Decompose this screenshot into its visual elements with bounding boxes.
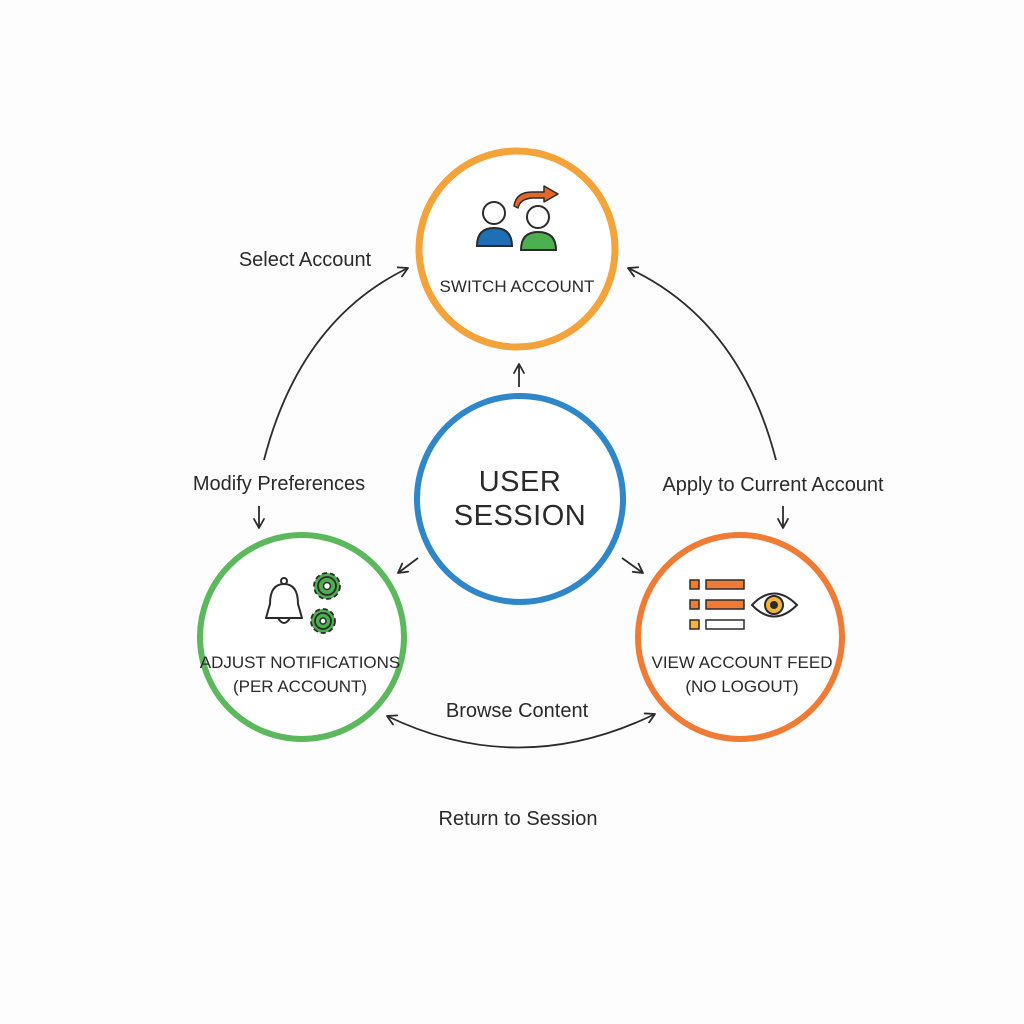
bell-gears-icon [265,572,341,634]
edge-session-to-feed [621,557,644,574]
edge-bottom-arc [386,712,656,749]
edge-left-arc [263,266,409,461]
edge-right-arc [627,266,777,461]
switch-account-label: SWITCH ACCOUNT [439,277,595,296]
adjust-notifications-node [197,532,407,742]
edge-session-to-notifications [397,557,419,574]
user-session-label-line2: SESSION [453,500,587,532]
user-session-label-line1: USER [478,466,562,498]
switch-user-icon [475,185,559,251]
switch-account-node [415,147,619,351]
user-session-node [414,393,626,605]
edge-label-return-session: Return to Session [438,808,598,830]
edge-label-browse-content: Browse Content [445,700,589,722]
edge-label-select-account: Select Account [238,249,372,271]
edge-label-apply-current: Apply to Current Account [662,474,884,496]
feed-eye-icon [689,579,799,630]
edge-label-modify-preferences: Modify Preferences [192,473,366,495]
view-feed-label-line1: VIEW ACCOUNT FEED [651,653,833,672]
view-feed-label-line2: (NO LOGOUT) [685,677,799,696]
view-feed-node [635,532,845,742]
adjust-notifications-label-line1: ADJUST NOTIFICATIONS [199,653,401,672]
adjust-notifications-label-line2: (PER ACCOUNT) [232,677,368,696]
